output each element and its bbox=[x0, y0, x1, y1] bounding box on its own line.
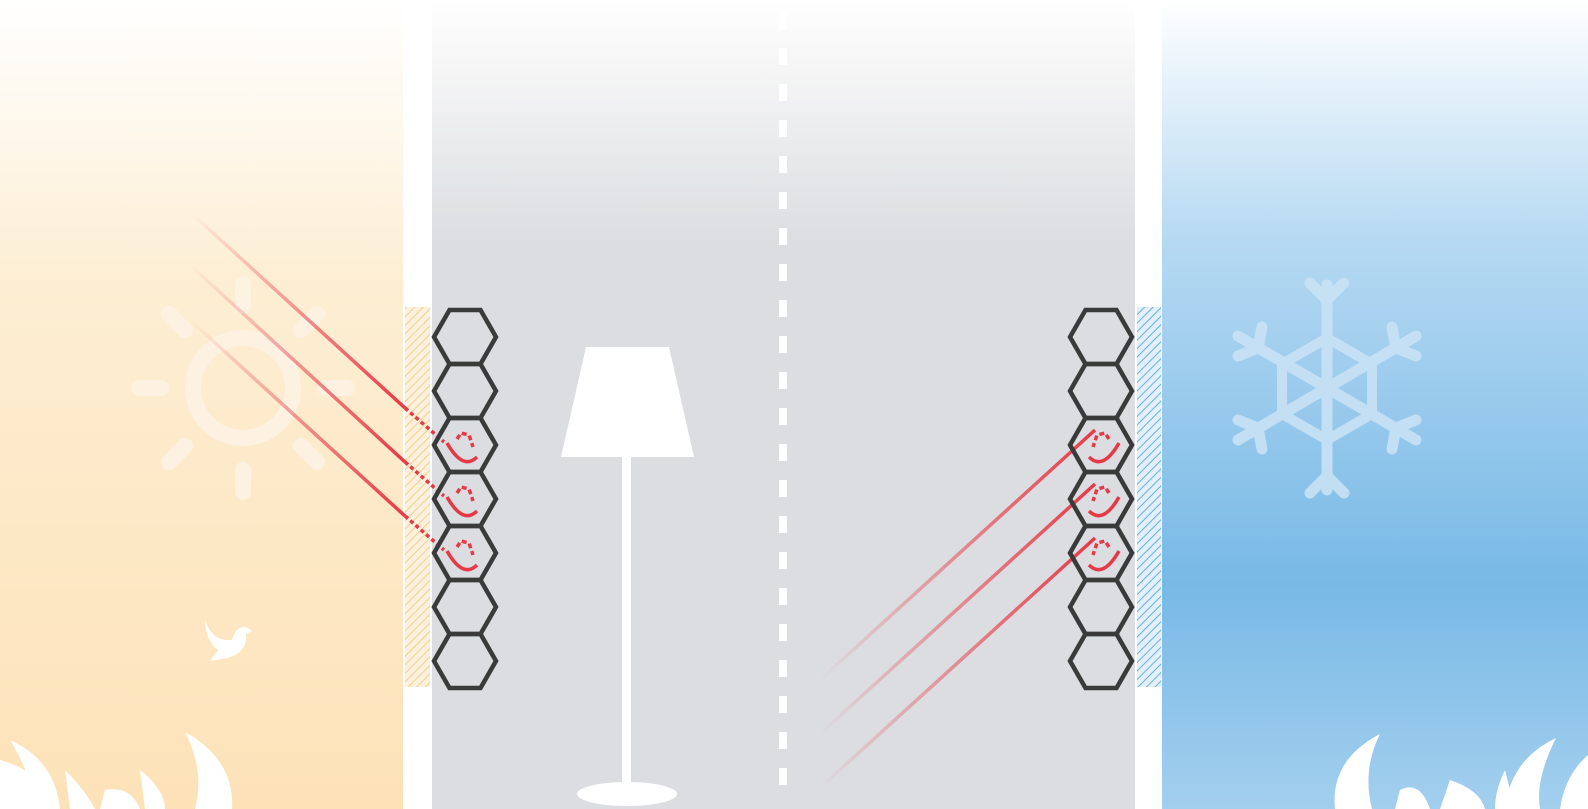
right-insulation-strip bbox=[1137, 307, 1161, 687]
left-insulation-strip bbox=[405, 307, 430, 687]
